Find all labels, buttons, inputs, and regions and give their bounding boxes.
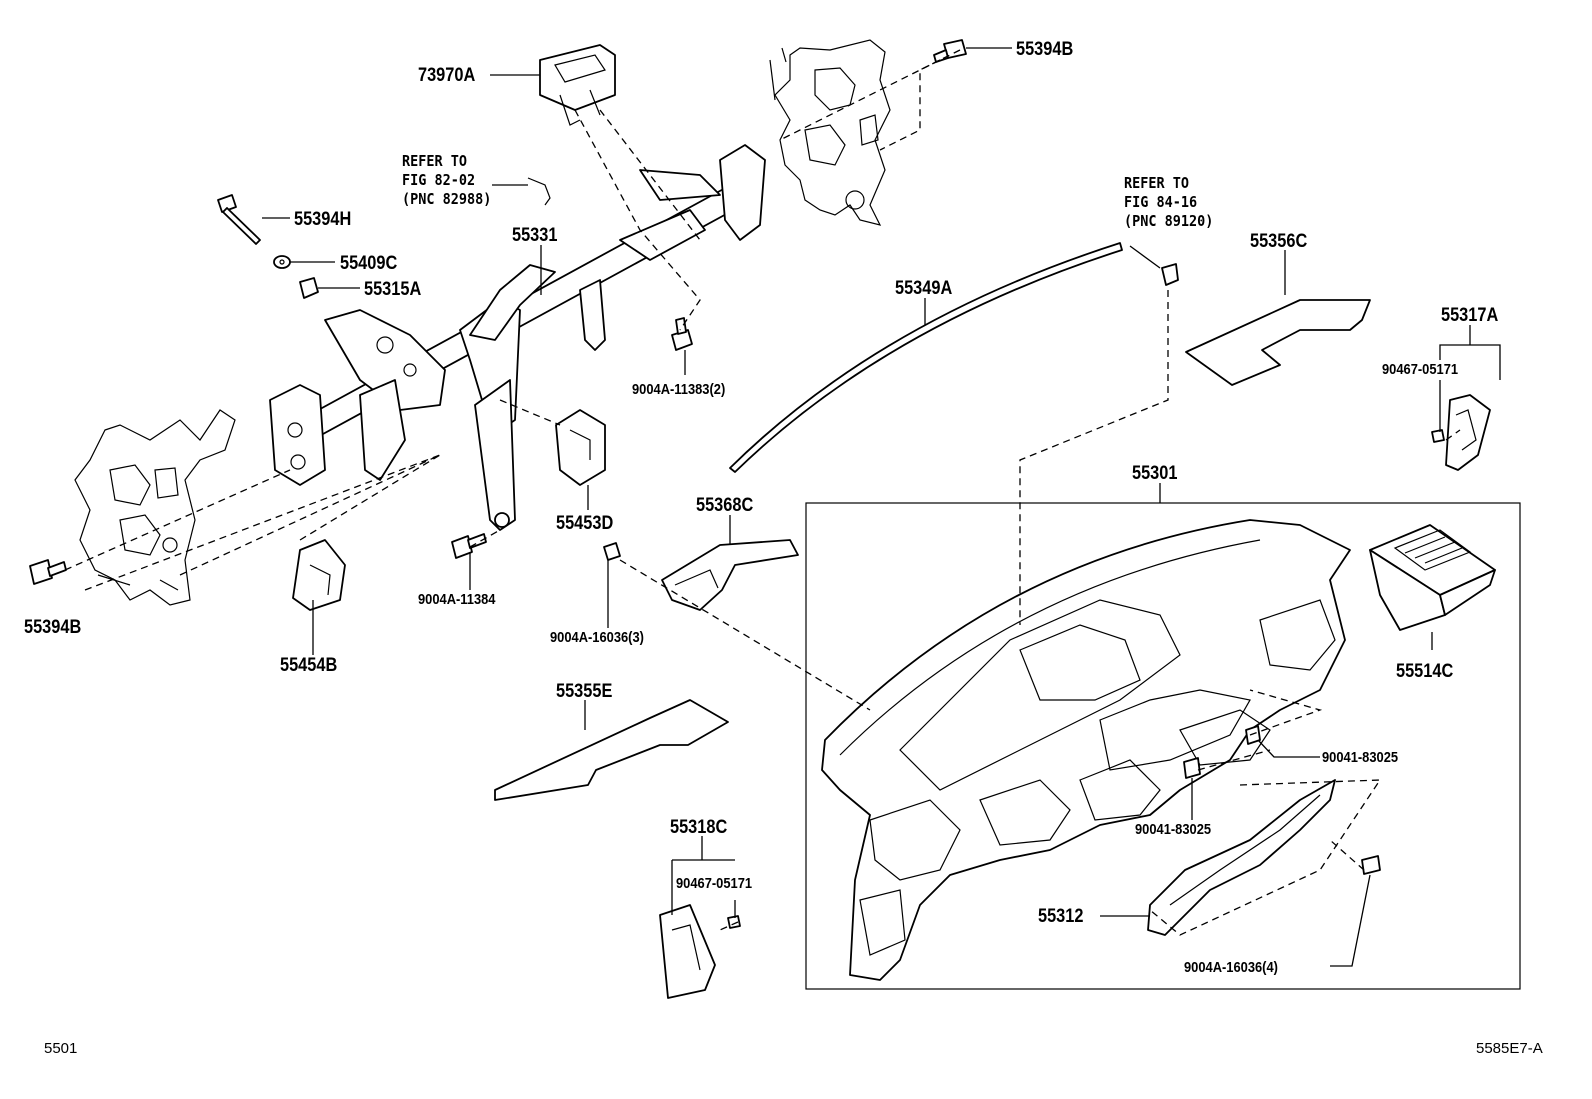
nut-55315A <box>299 277 319 299</box>
bolt-55394H <box>217 194 261 245</box>
label-55356C: 55356C <box>1250 231 1308 252</box>
instrument-panel-55301 <box>821 519 1351 981</box>
label-90467-05171-right: 90467-05171 <box>1382 361 1459 378</box>
ref-note-line: (PNC 89120) <box>1124 212 1214 230</box>
label-55317A: 55317A <box>1441 305 1499 326</box>
pad-55356C <box>1185 299 1371 386</box>
strip-55349A <box>729 242 1123 473</box>
label-90467-05171-left: 90467-05171 <box>676 875 753 892</box>
footer-left-code: 5501 <box>44 1040 78 1057</box>
label-90041-83025-mid: 90041-83025 <box>1135 821 1212 838</box>
bolt-55394B-left <box>29 559 67 585</box>
ref-note-line: REFER TO <box>1124 174 1190 192</box>
lower-panel-55312 <box>1147 779 1336 936</box>
label-55349A: 55349A <box>895 278 953 299</box>
footer-right-code: 5585E7-A <box>1476 1040 1543 1057</box>
label-73970A: 73970A <box>418 65 476 86</box>
label-90041-83025-right: 90041-83025 <box>1322 749 1399 766</box>
assembly-dashed-lines <box>64 49 1461 936</box>
bracket-55368C <box>661 539 799 611</box>
label-55409C: 55409C <box>340 253 398 274</box>
pad-55355E <box>494 699 729 801</box>
reinforcement-beam <box>269 144 766 531</box>
body-panel-left-outline <box>74 409 236 606</box>
label-55331: 55331 <box>512 225 558 246</box>
side-panel-55318C <box>659 904 716 999</box>
bracket-55454B <box>292 539 346 611</box>
clip-9004A-16036-4 <box>1361 855 1381 875</box>
label-55355E: 55355E <box>556 681 613 702</box>
side-panel-55317A <box>1445 394 1491 471</box>
clip-90467-left <box>727 915 741 929</box>
ref-note-line: REFER TO <box>402 152 468 170</box>
label-55454B: 55454B <box>280 655 338 676</box>
body-panel-right-outline <box>769 39 891 226</box>
washer-55409C <box>273 255 291 269</box>
label-55301: 55301 <box>1132 463 1178 484</box>
clip-89120 <box>1161 263 1179 286</box>
label-55453D: 55453D <box>556 513 614 534</box>
label-55394B-top: 55394B <box>1016 39 1074 60</box>
label-55394B-left: 55394B <box>24 617 82 638</box>
connector-box-73970A <box>539 44 616 126</box>
bolt-9004A-11383 <box>671 317 693 351</box>
ref-note-line: FIG 84-16 <box>1124 193 1198 211</box>
bolt-9004A-11384 <box>451 533 487 559</box>
label-55514C: 55514C <box>1396 661 1454 682</box>
leader-lines <box>262 47 1501 967</box>
label-55368C: 55368C <box>696 495 754 516</box>
clip-90041-83025-right <box>1245 725 1261 745</box>
label-9004A-11384: 9004A-11384 <box>418 591 496 608</box>
ref-note-line: (PNC 82988) <box>402 190 492 208</box>
clip-82988 <box>527 177 551 206</box>
label-9004A-11383: 9004A-11383(2) <box>632 381 726 398</box>
label-9004A-16036-3: 9004A-16036(3) <box>550 629 644 646</box>
clip-90041-83025-mid <box>1183 757 1201 779</box>
label-9004A-16036-4: 9004A-16036(4) <box>1184 959 1278 976</box>
label-55394H: 55394H <box>294 209 352 230</box>
bracket-55453D <box>555 409 606 486</box>
label-55315A: 55315A <box>364 279 422 300</box>
ref-note-line: FIG 82-02 <box>402 171 476 189</box>
label-55318C: 55318C <box>670 817 728 838</box>
clip-9004A-16036-3 <box>603 542 621 561</box>
label-55312: 55312 <box>1038 906 1084 927</box>
vent-55514C <box>1369 524 1496 631</box>
clip-90467-right <box>1431 429 1445 443</box>
assembly-frame-55301 <box>805 502 1521 990</box>
bolt-55394B-top <box>933 39 967 63</box>
